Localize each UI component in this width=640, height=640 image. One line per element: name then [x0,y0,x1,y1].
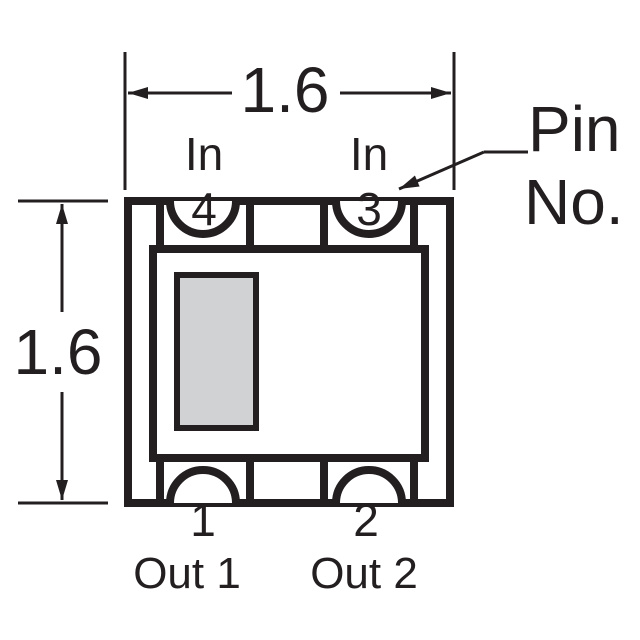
pin3-notch [332,200,406,238]
pin3-number: 3 [356,183,382,235]
width-dimension-label: 1.6 [241,54,330,126]
pin3-name: In [350,128,388,180]
pin-number-callout: Pin No. [398,93,624,238]
pin4-name: In [185,128,223,180]
pin1-marker [174,272,259,431]
pin2-name: Out 2 [310,549,418,598]
height-dimension-label: 1.6 [14,316,103,388]
callout-leader-arrow [398,150,485,191]
callout-pin-label: Pin [528,93,621,165]
pin4-notch [166,200,240,238]
pin2-notch [332,466,406,504]
pin1-number: 1 [190,494,216,546]
width-dimension: 1.6 [123,52,456,190]
pin2-number: 2 [353,494,379,546]
pin1-name: Out 1 [133,549,241,598]
pin1-notch [166,466,240,504]
pin4-number: 4 [191,183,217,235]
height-dimension: 1.6 [14,199,108,505]
callout-no-label: No. [524,166,624,238]
